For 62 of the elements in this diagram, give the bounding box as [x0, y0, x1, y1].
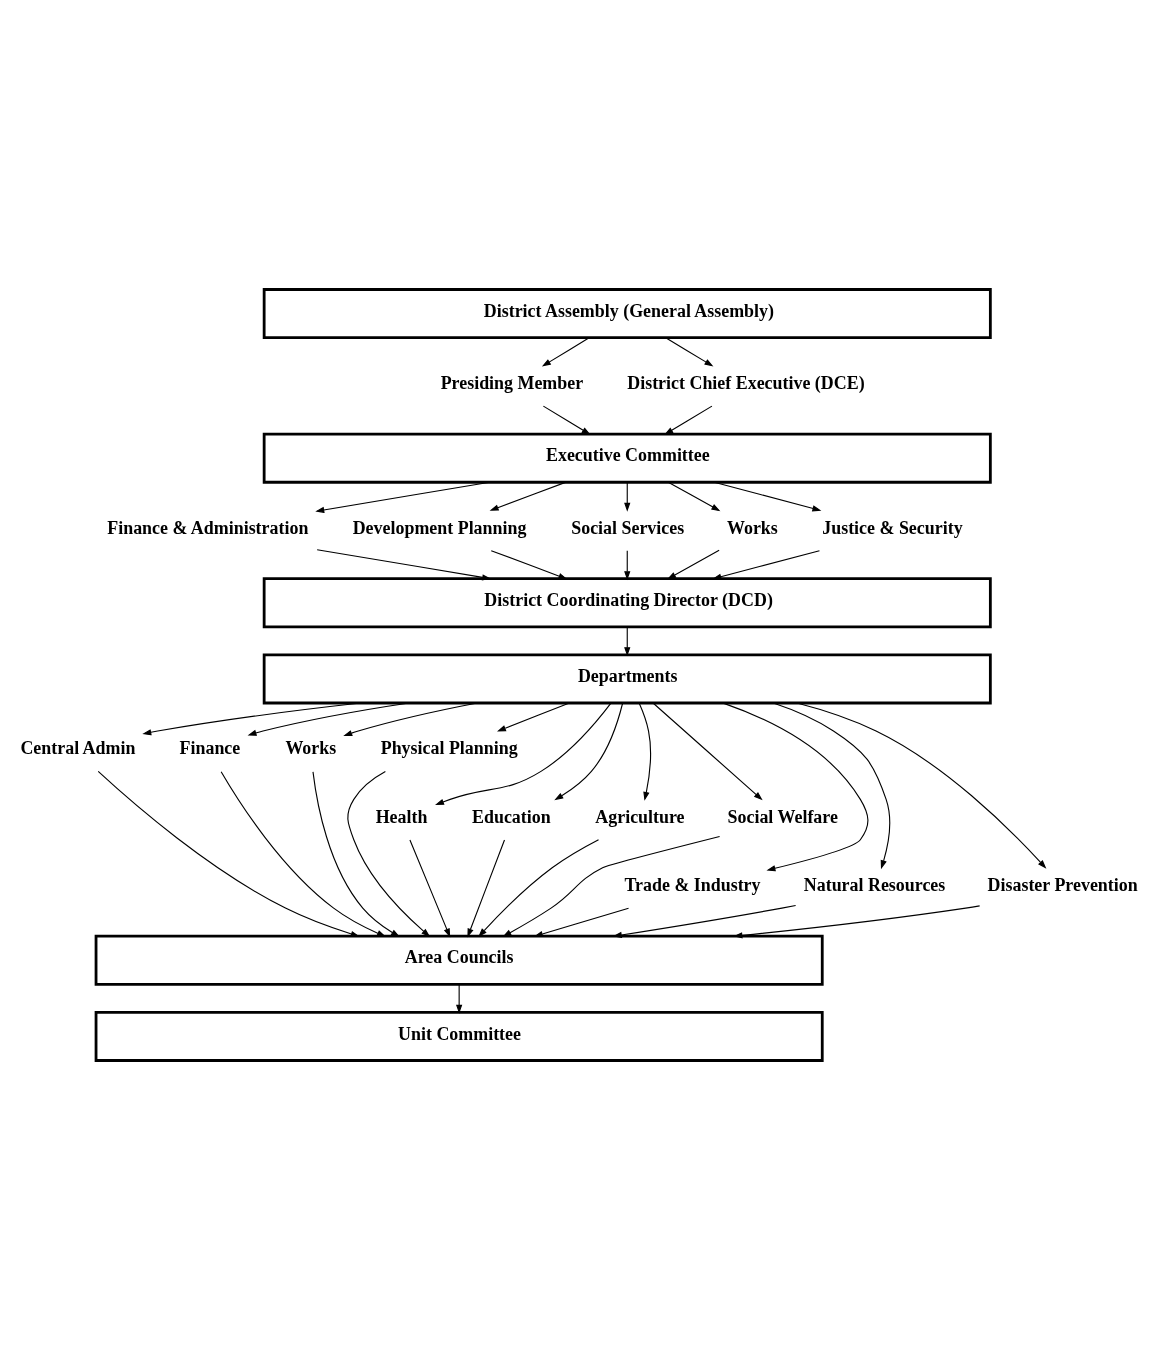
node-text: Agriculture — [595, 806, 685, 827]
arrow — [315, 481, 491, 513]
arrow — [612, 904, 797, 938]
arrow — [220, 770, 386, 937]
node-text: Physical Planning — [380, 737, 518, 758]
node-text: Education — [472, 806, 551, 827]
arrow — [772, 701, 891, 869]
arrow — [624, 481, 631, 512]
node-text: Works — [285, 737, 337, 758]
node-text: Natural Resources — [803, 874, 946, 895]
node-text: Trade & Industry — [624, 874, 761, 895]
node-text: Presiding Member — [440, 372, 584, 393]
arrow — [624, 625, 631, 656]
arrow — [467, 838, 506, 937]
arrow — [435, 702, 612, 805]
arrow — [490, 549, 568, 579]
arrow — [664, 405, 713, 435]
arrow — [247, 702, 410, 736]
arrow — [638, 702, 652, 801]
arrow — [722, 702, 869, 871]
arrow — [316, 548, 492, 580]
node-text: Justice & Security — [822, 517, 963, 538]
node-text: Health — [375, 806, 428, 827]
node-box: District Assembly (General Assembly) — [262, 287, 992, 339]
node-text: Development Planning — [352, 517, 527, 538]
arrow — [478, 838, 600, 937]
arrow — [665, 336, 714, 366]
node-text: District Chief Executive (DCE) — [627, 372, 865, 393]
node-text: Works — [726, 517, 778, 538]
node-box: Departments — [262, 652, 992, 704]
arrow — [496, 702, 570, 732]
arrow — [542, 405, 591, 435]
node-text: Finance & Administration — [107, 517, 309, 538]
arrow — [712, 549, 820, 580]
node-text: Finance — [179, 737, 241, 758]
node-box: District Coordinating Director (DCD) — [262, 576, 992, 628]
node-box: Executive Committee — [262, 432, 992, 484]
arrow — [541, 336, 590, 366]
arrow — [624, 549, 631, 580]
arrow — [456, 983, 463, 1014]
node-box: Unit Committee — [94, 1010, 824, 1062]
arrow — [733, 904, 981, 938]
node-text: Disaster Prevention — [987, 874, 1138, 895]
arrow — [502, 835, 721, 937]
arrow — [142, 702, 362, 735]
arrow — [534, 907, 630, 937]
arrow — [409, 838, 451, 937]
arrow — [554, 702, 624, 800]
arrow — [713, 481, 822, 511]
arrow — [796, 702, 1047, 869]
arrow — [347, 770, 431, 937]
arrow — [97, 770, 360, 937]
node-text: Central Admin — [20, 737, 136, 758]
node-box: Area Councils — [94, 934, 824, 986]
arrow — [668, 481, 721, 511]
node-text: Social Welfare — [727, 806, 838, 827]
arrow — [489, 481, 566, 511]
arrow — [652, 702, 763, 800]
arrow — [343, 702, 478, 736]
arrow — [312, 770, 400, 937]
node-text: Social Services — [571, 517, 685, 538]
arrow — [667, 549, 720, 579]
